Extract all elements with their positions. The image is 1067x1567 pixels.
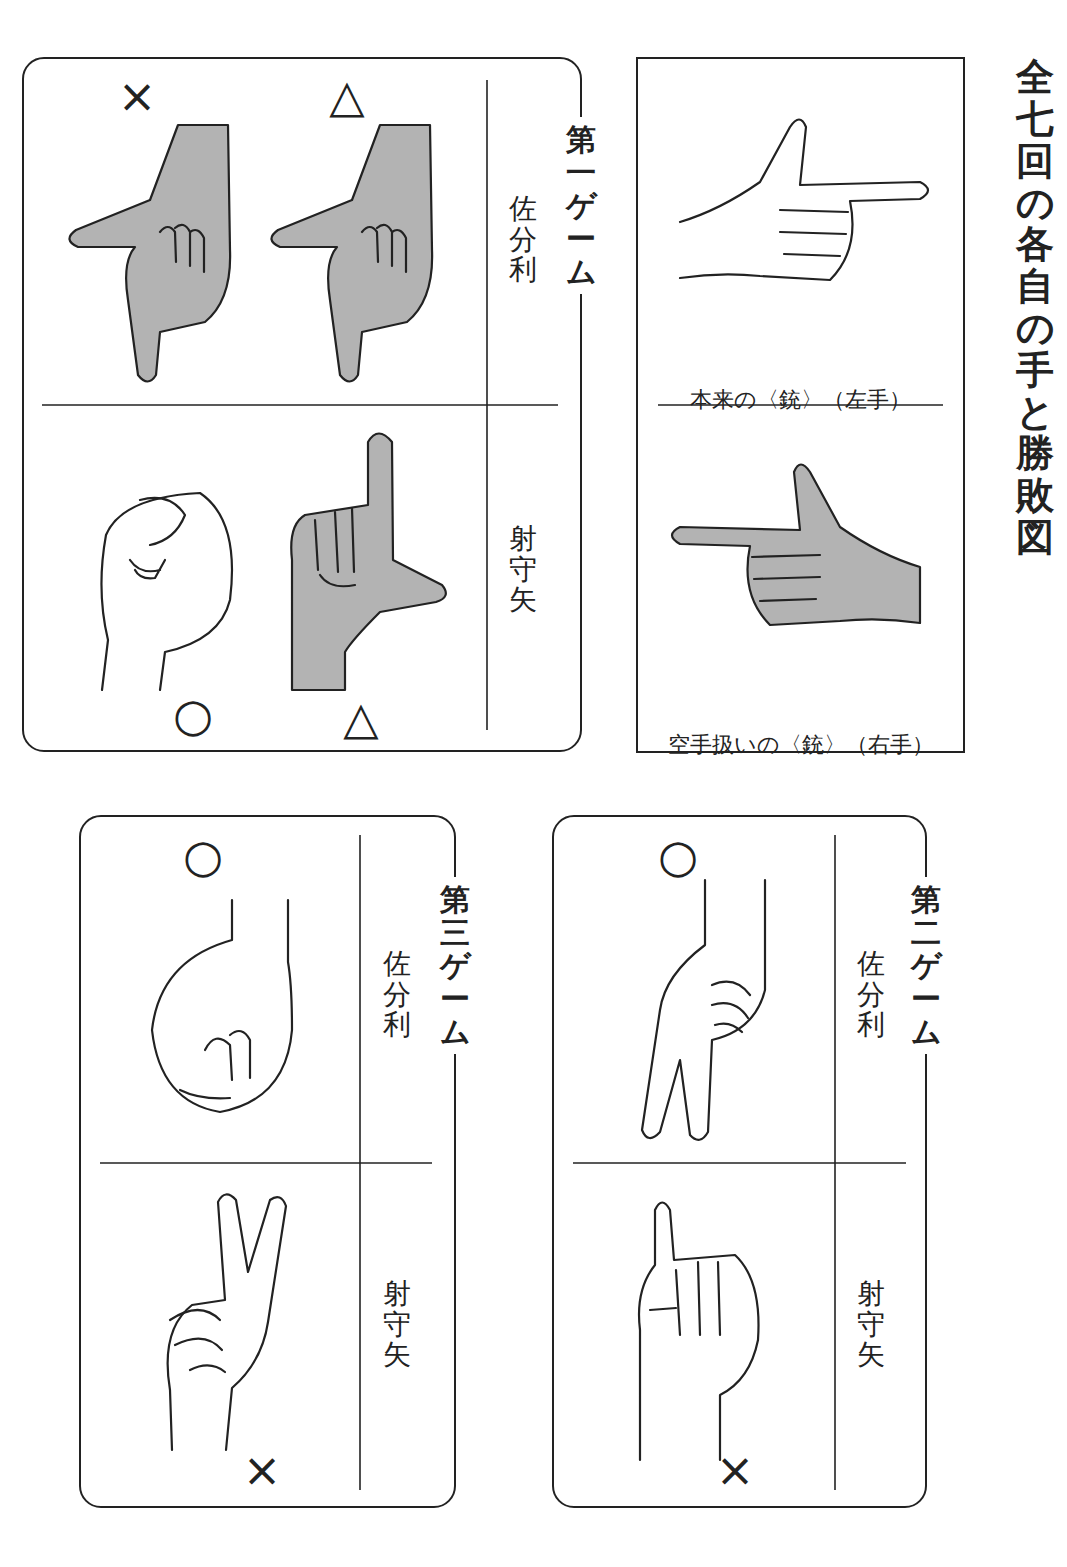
- result-mark: ×: [243, 1447, 282, 1493]
- game-heading: 第一ゲーム: [566, 117, 596, 294]
- hand-index-up: [291, 434, 446, 691]
- hand-gun: [680, 120, 928, 281]
- player-name: 佐分利: [509, 194, 537, 286]
- result-mark: ×: [118, 73, 157, 119]
- hand-v-sign: [168, 1194, 286, 1450]
- result-mark: ○: [183, 833, 223, 879]
- diagram-title: 全七回の各自の手と勝敗図: [1016, 57, 1054, 559]
- player-name: 射守矢: [383, 1279, 411, 1371]
- gun-caption: 空手扱いの〈銃〉（右手）: [638, 730, 963, 760]
- game-heading: 第二ゲーム: [911, 877, 941, 1054]
- result-mark: ○: [173, 692, 213, 738]
- result-mark: ×: [716, 1447, 755, 1493]
- hand-gun: [672, 465, 920, 626]
- result-mark: △: [343, 695, 378, 741]
- hand-fist: [101, 493, 232, 690]
- gun-panel: 本来の〈銃〉（左手）空手扱いの〈銃〉（右手）: [636, 57, 965, 753]
- game-panel: 第一ゲーム: [22, 57, 582, 752]
- player-name: 射守矢: [509, 524, 537, 616]
- game-heading: 第三ゲーム: [440, 877, 470, 1054]
- hand-pointing-down: [69, 125, 230, 382]
- result-mark: △: [329, 73, 364, 119]
- game-panel: 第三ゲーム: [79, 815, 456, 1508]
- hand-two-down: [642, 880, 765, 1140]
- table-divider: [100, 1162, 432, 1164]
- table-divider: [573, 1162, 906, 1164]
- player-name: 射守矢: [857, 1279, 885, 1371]
- hand-pointing-down: [271, 125, 432, 382]
- result-mark: ○: [658, 833, 698, 879]
- player-name: 佐分利: [857, 949, 885, 1041]
- player-name: 佐分利: [383, 949, 411, 1041]
- gun-caption: 本来の〈銃〉（左手）: [638, 385, 963, 415]
- hand-index-up: [639, 1203, 759, 1461]
- hand-closed: [152, 900, 292, 1112]
- table-divider: [42, 404, 558, 406]
- game-panel: 第二ゲーム: [552, 815, 927, 1508]
